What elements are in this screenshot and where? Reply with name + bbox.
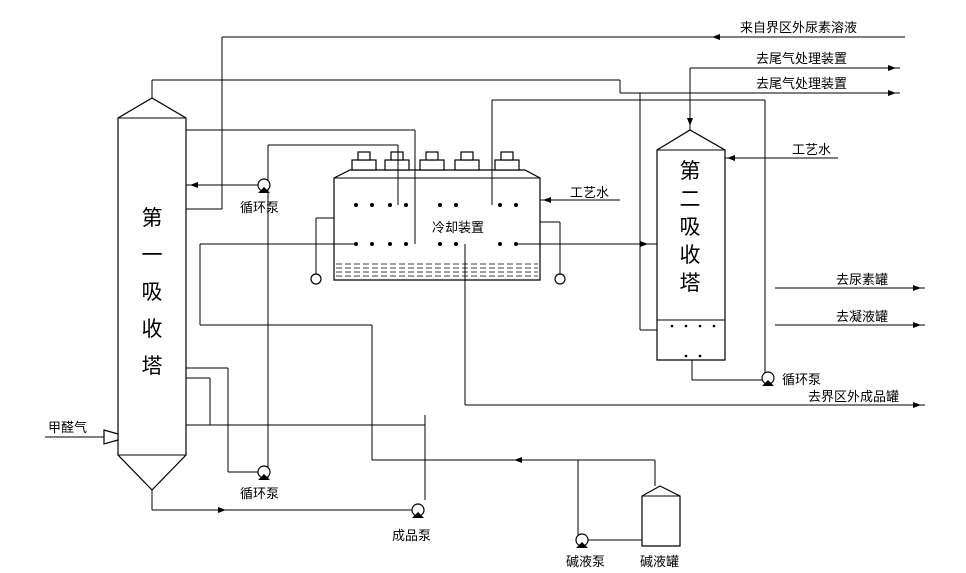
pump-alkali — [575, 533, 589, 548]
label-to-urea-tank: 去尿素罐 — [836, 273, 888, 288]
svg-text:二: 二 — [680, 187, 701, 211]
pump-product — [411, 503, 425, 518]
svg-text:收: 收 — [680, 243, 701, 267]
cooler-label: 冷却装置 — [432, 221, 484, 236]
svg-text:塔: 塔 — [680, 271, 701, 295]
svg-text:吸: 吸 — [142, 280, 163, 304]
label-urea-solution-in: 来自界区外尿素溶液 — [740, 21, 857, 36]
label-process-water-cooler: 工艺水 — [570, 186, 609, 201]
piping — [45, 34, 925, 541]
tower1-label: 第 一 吸 收 塔 — [142, 206, 163, 378]
second-absorption-tower — [656, 129, 726, 361]
label-to-product-tank: 去界区外成品罐 — [808, 390, 899, 405]
svg-text:塔: 塔 — [142, 354, 163, 378]
label-tank-alkali: 碱液罐 — [640, 555, 679, 570]
label-pump-circ-top: 循环泵 — [240, 201, 279, 216]
label-pump-product: 成品泵 — [392, 529, 431, 544]
label-formaldehyde-gas: 甲醛气 — [48, 420, 87, 436]
label-tail-gas-2: 去尾气处理装置 — [756, 76, 847, 92]
label-to-condensate-tank: 去凝液罐 — [836, 309, 888, 325]
pump-cooler-left — [310, 273, 322, 285]
label-pump-circ-tower2: 循环泵 — [782, 373, 821, 388]
svg-text:一: 一 — [142, 243, 163, 267]
pump-cooler-right — [554, 273, 566, 285]
alkali-tank — [641, 485, 681, 547]
cooling-unit — [333, 151, 541, 281]
tower2-label: 第 二 吸 收 塔 — [680, 159, 701, 295]
label-pump-alkali: 碱液泵 — [566, 555, 605, 570]
svg-text:第: 第 — [142, 206, 163, 230]
pump-circ-top — [257, 178, 271, 193]
pump-circ-bottom — [257, 465, 271, 480]
label-pump-circ-bottom: 循环泵 — [240, 487, 279, 502]
label-tail-gas-1: 去尾气处理装置 — [756, 51, 847, 67]
svg-text:吸: 吸 — [680, 215, 701, 239]
label-process-water-tower2: 工艺水 — [792, 143, 831, 158]
svg-text:第: 第 — [680, 159, 701, 183]
svg-text:收: 收 — [142, 317, 163, 341]
pump-circ-tower2 — [761, 371, 775, 386]
